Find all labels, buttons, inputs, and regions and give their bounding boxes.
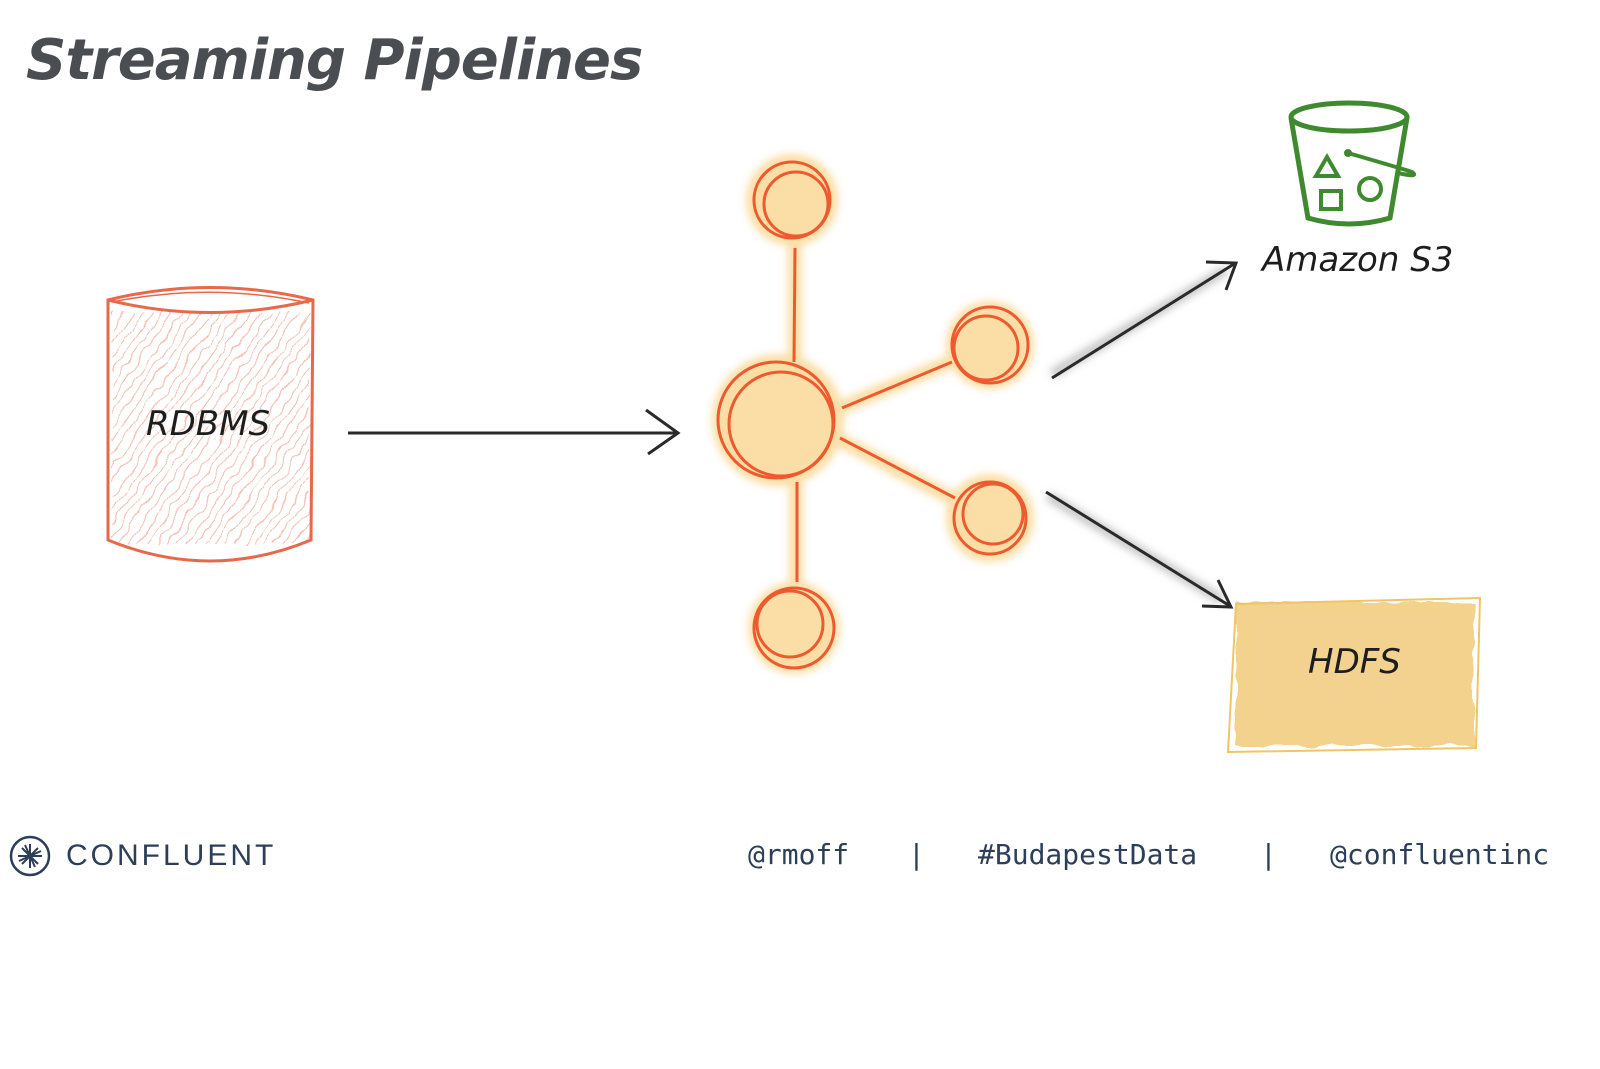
footer-handles: @rmoff | #BudapestData | @confluentinc — [748, 838, 1549, 1069]
arrow-kafka-to-s3 — [1049, 260, 1239, 380]
arrow-rdbms-to-kafka — [345, 408, 681, 456]
kafka-cluster-icon — [712, 154, 1034, 674]
arrow-kafka-to-hdfs — [1045, 490, 1234, 609]
hdfs-box-icon — [1226, 596, 1482, 754]
separator: | — [1260, 838, 1277, 871]
s3-bucket-icon — [1288, 100, 1417, 227]
footer: CONFLUENT @rmoff | #BudapestData | @conf… — [0, 826, 1600, 886]
slide-title: Streaming Pipelines — [26, 28, 643, 93]
hdfs-label: HDFS — [1308, 642, 1401, 682]
brand-name: CONFLUENT — [66, 839, 277, 872]
confluent-logo-icon — [9, 835, 51, 877]
separator: | — [908, 838, 925, 871]
database-cylinder-icon — [106, 286, 315, 563]
pipeline-diagram — [106, 100, 1482, 754]
confluent-brand: CONFLUENT — [8, 834, 276, 878]
company-handle: @confluentinc — [1330, 838, 1550, 871]
rdbms-label: RDBMS — [146, 404, 271, 444]
twitter-handle: @rmoff — [748, 838, 850, 871]
amazon-s3-label: Amazon S3 — [1262, 240, 1454, 280]
event-hashtag: #BudapestData — [978, 838, 1198, 871]
